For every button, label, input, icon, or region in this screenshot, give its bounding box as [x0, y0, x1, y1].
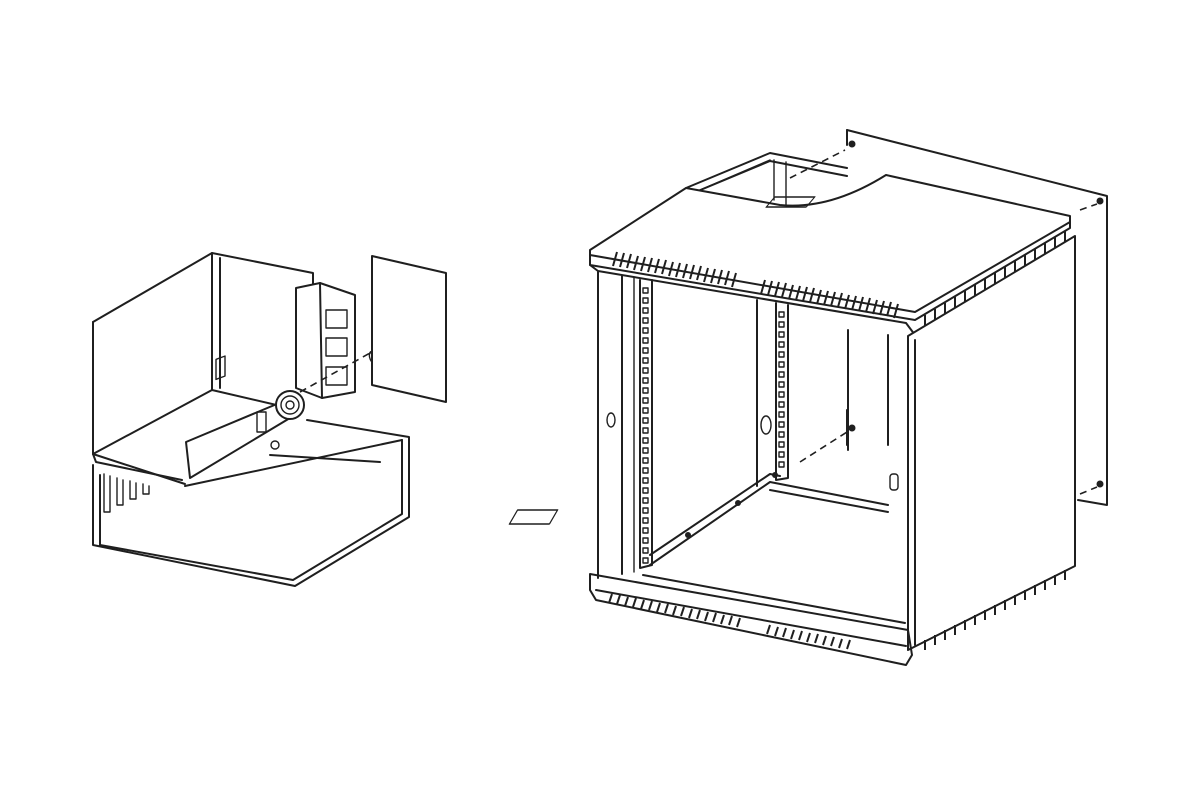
rear-frame — [685, 152, 848, 206]
rail-hole — [778, 391, 785, 398]
bolt-nut — [275, 390, 305, 420]
rail-hole — [642, 507, 649, 514]
rail-hole — [642, 437, 649, 444]
rail-holes-right — [778, 311, 785, 468]
rail-hole — [778, 371, 785, 378]
mounting-rails — [639, 279, 889, 569]
ventilation-slots — [103, 473, 150, 513]
rail-hole — [778, 401, 785, 408]
cabinet-top — [589, 174, 1071, 336]
rail-hole — [642, 327, 649, 334]
rail-hole — [642, 397, 649, 404]
rail-hole — [642, 367, 649, 374]
bracket-detail-view — [92, 252, 447, 587]
mounting-screws — [789, 140, 1104, 495]
wall-plate — [371, 255, 447, 403]
rail-hole — [642, 407, 649, 414]
rail-hole — [778, 361, 785, 368]
rail-hole — [642, 447, 649, 454]
rail-hole — [642, 537, 649, 544]
cabinet-side-panel — [889, 235, 1076, 651]
rail-hole — [778, 311, 785, 318]
rail-hole — [778, 381, 785, 388]
mounting-bracket — [185, 282, 356, 479]
rail-hole — [642, 377, 649, 384]
rail-hole — [642, 307, 649, 314]
rail-hole — [642, 297, 649, 304]
rail-hole — [642, 287, 649, 294]
rail-hole — [778, 321, 785, 328]
base-side-vent — [924, 570, 1066, 650]
rail-hole — [642, 557, 649, 564]
rail-hole — [778, 411, 785, 418]
rail-hole — [642, 347, 649, 354]
rail-hole — [778, 441, 785, 448]
cabinet-floor — [508, 472, 906, 624]
top-vent-left — [612, 251, 737, 288]
wall-cabinet-view — [508, 129, 1108, 666]
rail-hole — [642, 417, 649, 424]
rail-hole — [778, 341, 785, 348]
lower-tray — [92, 419, 410, 587]
rail-hole — [642, 527, 649, 534]
rail-hole — [778, 331, 785, 338]
rail-hole — [778, 451, 785, 458]
rail-hole — [778, 351, 785, 358]
rail-holes-left — [642, 287, 649, 564]
rail-hole — [642, 457, 649, 464]
rail-hole — [642, 337, 649, 344]
rail-hole — [642, 487, 649, 494]
front-post — [597, 271, 635, 579]
rail-hole — [642, 477, 649, 484]
cabinet-base — [589, 570, 1066, 666]
base-vent — [608, 593, 851, 650]
rail-hole — [778, 461, 785, 468]
rail-hole — [642, 497, 649, 504]
rail-hole — [778, 421, 785, 428]
top-vent-right — [760, 279, 899, 319]
rail-hole — [642, 387, 649, 394]
rail-hole — [642, 517, 649, 524]
rail-hole — [642, 467, 649, 474]
bracket-shelf — [92, 252, 314, 485]
rail-hole — [642, 317, 649, 324]
rail-hole — [778, 431, 785, 438]
rail-hole — [642, 427, 649, 434]
rail-hole — [642, 547, 649, 554]
rail-hole — [642, 357, 649, 364]
